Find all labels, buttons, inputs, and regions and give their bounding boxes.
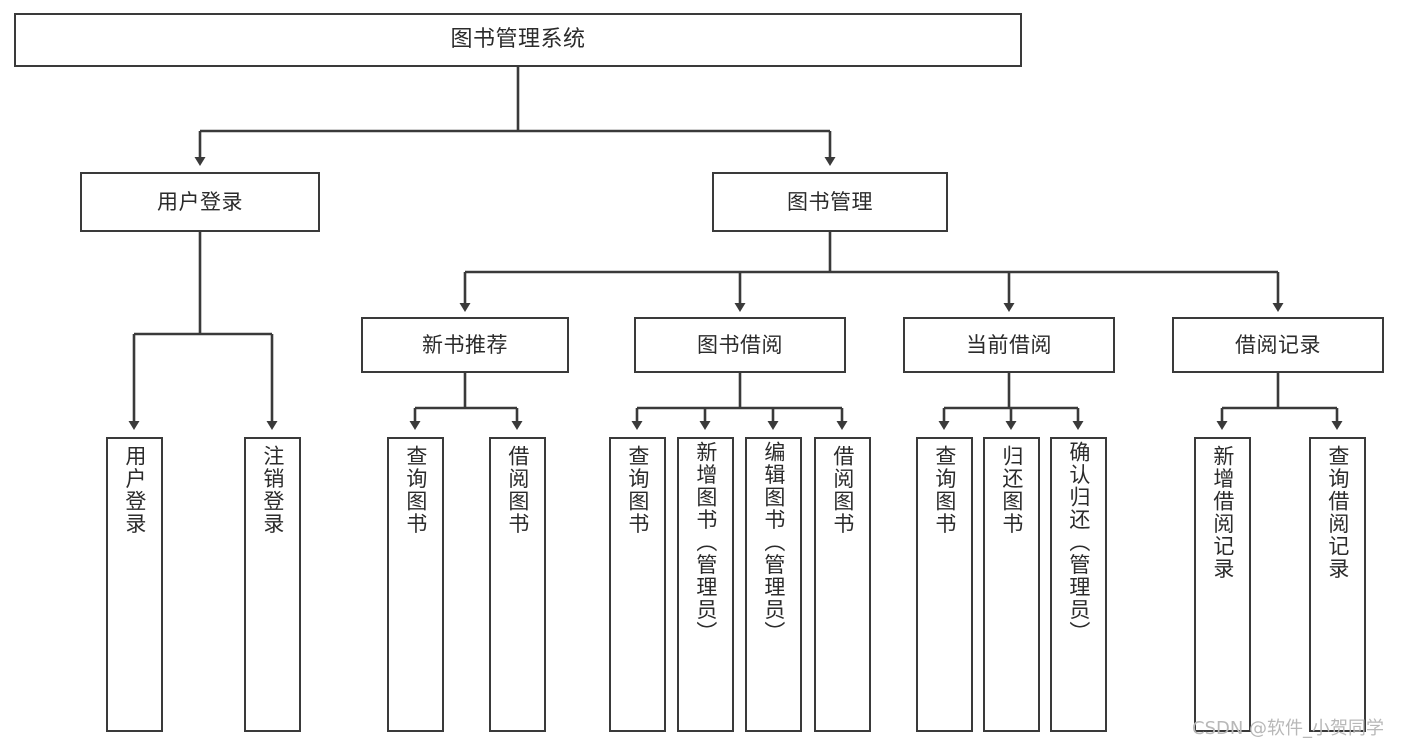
node-borrow-record-label: 借阅记录 — [1235, 332, 1321, 357]
leaf-return-book[interactable]: 归还图书 — [983, 437, 1040, 732]
node-new-book-recommend[interactable]: 新书推荐 — [361, 317, 569, 373]
node-current-borrow-label: 当前借阅 — [966, 332, 1052, 357]
leaf-query-book-2-label: 查询图书 — [625, 445, 650, 535]
leaf-add-book-label: 新增图书（管理员） — [693, 441, 718, 644]
leaf-query-book-1-label: 查询图书 — [403, 445, 428, 535]
leaf-query-book-1[interactable]: 查询图书 — [387, 437, 444, 732]
leaf-borrow-book-1-label: 借阅图书 — [505, 445, 530, 535]
leaf-edit-book[interactable]: 编辑图书（管理员） — [745, 437, 802, 732]
leaf-query-book-3-label: 查询图书 — [932, 445, 957, 535]
csdn-watermark: CSDN @软件_小贺同学 — [1192, 718, 1385, 739]
leaf-borrow-book-1[interactable]: 借阅图书 — [489, 437, 546, 732]
node-root[interactable]: 图书管理系统 — [14, 13, 1022, 67]
node-new-book-recommend-label: 新书推荐 — [422, 332, 508, 357]
leaf-query-book-3[interactable]: 查询图书 — [916, 437, 973, 732]
leaf-logout-login-label: 注销登录 — [260, 445, 285, 535]
leaf-add-record-label: 新增借阅记录 — [1210, 445, 1235, 580]
leaf-user-login-label: 用户登录 — [122, 445, 147, 535]
leaf-query-record-label: 查询借阅记录 — [1325, 445, 1350, 580]
leaf-add-record[interactable]: 新增借阅记录 — [1194, 437, 1251, 732]
node-book-borrow-label: 图书借阅 — [697, 332, 783, 357]
node-borrow-record[interactable]: 借阅记录 — [1172, 317, 1384, 373]
leaf-add-book[interactable]: 新增图书（管理员） — [677, 437, 734, 732]
node-book-management-label: 图书管理 — [787, 189, 873, 214]
leaf-user-login[interactable]: 用户登录 — [106, 437, 163, 732]
node-user-login[interactable]: 用户登录 — [80, 172, 320, 232]
leaf-query-record[interactable]: 查询借阅记录 — [1309, 437, 1366, 732]
leaf-borrow-book-2-label: 借阅图书 — [830, 445, 855, 535]
node-book-borrow[interactable]: 图书借阅 — [634, 317, 846, 373]
node-user-login-label: 用户登录 — [157, 189, 243, 214]
leaf-confirm-return-label: 确认归还（管理员） — [1066, 441, 1091, 644]
leaf-return-book-label: 归还图书 — [999, 445, 1024, 535]
leaf-logout-login[interactable]: 注销登录 — [244, 437, 301, 732]
node-current-borrow[interactable]: 当前借阅 — [903, 317, 1115, 373]
leaf-borrow-book-2[interactable]: 借阅图书 — [814, 437, 871, 732]
node-root-label: 图书管理系统 — [450, 27, 586, 53]
leaf-query-book-2[interactable]: 查询图书 — [609, 437, 666, 732]
node-book-management[interactable]: 图书管理 — [712, 172, 948, 232]
leaf-confirm-return[interactable]: 确认归还（管理员） — [1050, 437, 1107, 732]
leaf-edit-book-label: 编辑图书（管理员） — [761, 441, 786, 644]
